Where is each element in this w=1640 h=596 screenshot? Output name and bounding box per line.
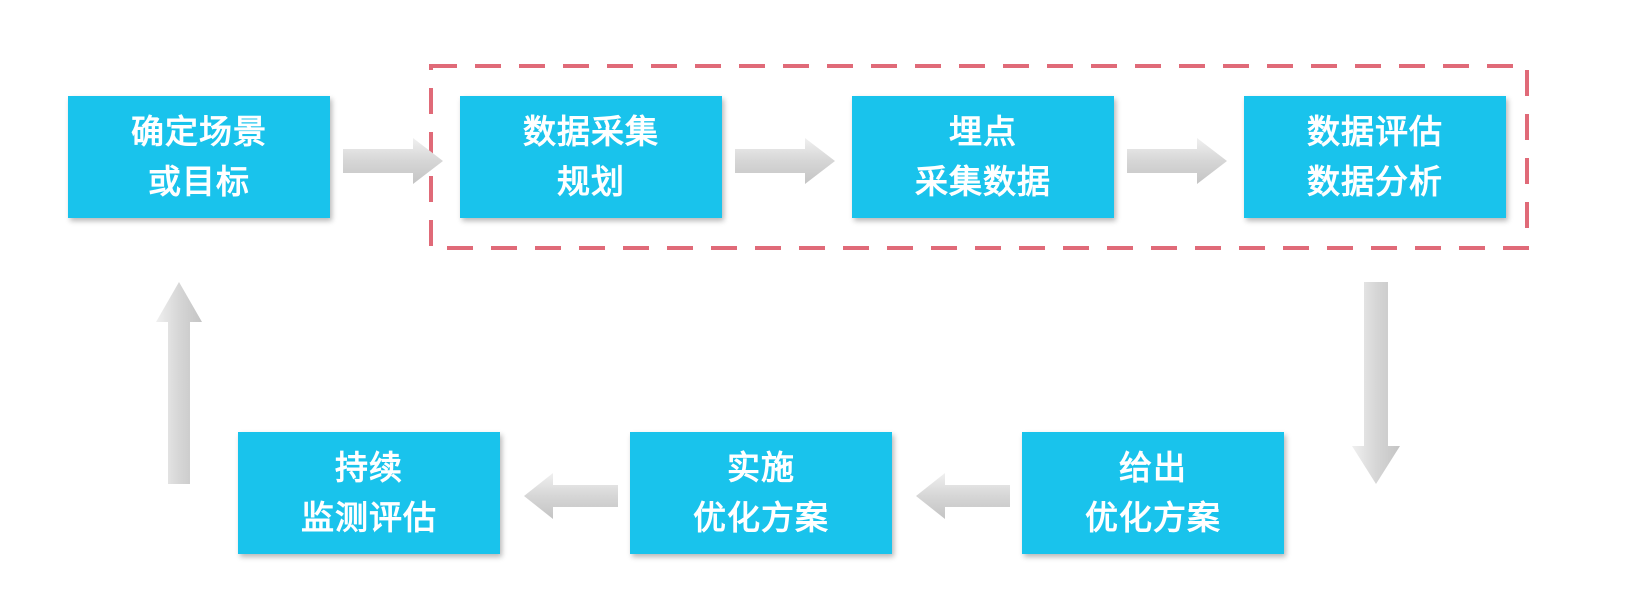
step-collection-planning: 数据采集 规划 [460,96,722,218]
step-implement-optimization-plan: 实施 优化方案 [630,432,892,554]
arrow-left-1 [916,473,1010,519]
arrow-right-3 [1127,138,1227,184]
step-label-line1: 埋点 [949,112,1017,151]
step-label-line1: 持续 [335,448,403,487]
step-continuous-monitoring: 持续 监测评估 [238,432,500,554]
arrow-left-2 [524,473,618,519]
step-label-line1: 给出 [1119,448,1187,487]
step-label-line1: 确定场景 [131,112,267,151]
step-tracking-collection: 埋点 采集数据 [852,96,1114,218]
step-data-analysis: 数据评估 数据分析 [1244,96,1506,218]
step-label-line2: 优化方案 [1085,498,1221,537]
step-give-optimization-plan: 给出 优化方案 [1022,432,1284,554]
step-label-line2: 或目标 [148,162,250,201]
step-label-line2: 数据分析 [1307,162,1443,201]
arrow-right-2 [735,138,835,184]
step-define-scenario: 确定场景 或目标 [68,96,330,218]
step-label-line2: 监测评估 [301,498,437,537]
step-label-line2: 规划 [557,162,625,201]
step-label-line1: 实施 [727,448,795,487]
step-label-line1: 数据评估 [1307,112,1443,151]
step-label-line2: 采集数据 [915,162,1051,201]
arrow-up [156,282,202,484]
step-label-line1: 数据采集 [523,112,659,151]
arrow-down [1352,282,1400,484]
arrow-right-1 [343,138,443,184]
step-label-line2: 优化方案 [693,498,829,537]
